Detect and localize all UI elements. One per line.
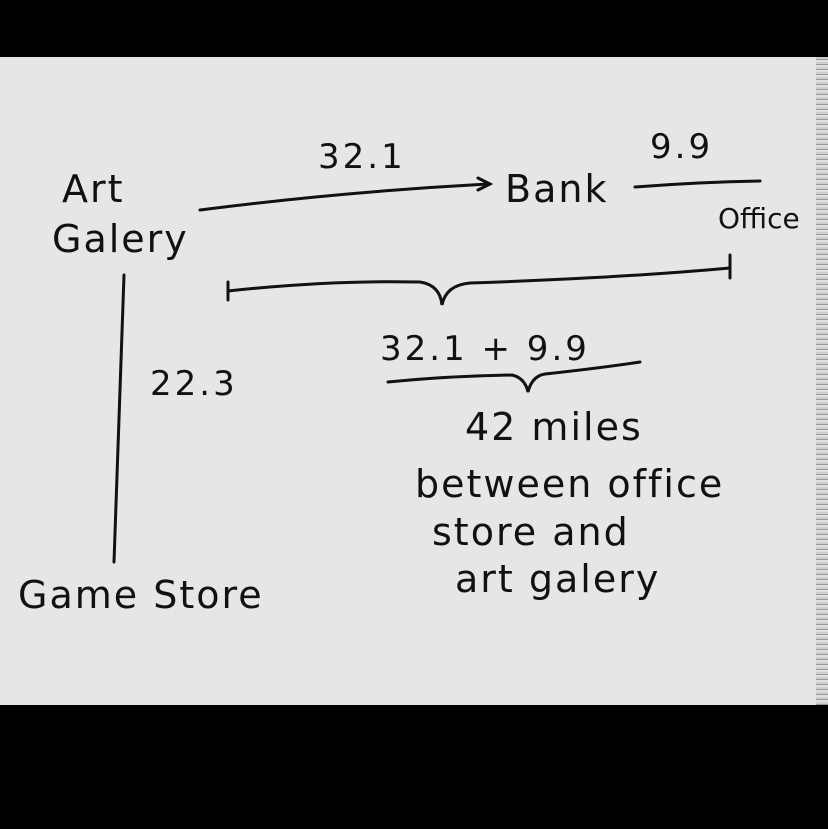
node-art-gallery-line2: Galery xyxy=(52,217,189,261)
brace-top xyxy=(226,266,732,306)
paper-edge xyxy=(816,57,828,705)
node-bank: Bank xyxy=(505,167,608,211)
brace-bottom xyxy=(386,360,642,393)
note-line1: between office xyxy=(415,462,724,506)
arrow-head-bank xyxy=(476,176,494,192)
note-line3: art galery xyxy=(455,557,660,601)
edge-art-to-game-store xyxy=(112,273,126,564)
label-art-to-game-store: 22.3 xyxy=(150,364,238,404)
calc-result: 42 miles xyxy=(465,405,643,449)
calc-expression: 32.1 + 9.9 xyxy=(380,329,590,369)
node-office: Office xyxy=(718,202,800,235)
note-line2: store and xyxy=(432,510,630,554)
edge-art-to-bank xyxy=(198,182,490,212)
edge-bank-to-office xyxy=(633,179,762,189)
node-art-gallery-line1: Art xyxy=(62,167,125,211)
label-bank-to-office: 9.9 xyxy=(650,127,713,167)
node-game-store: Game Store xyxy=(18,573,264,617)
label-art-to-bank: 32.1 xyxy=(318,137,406,177)
